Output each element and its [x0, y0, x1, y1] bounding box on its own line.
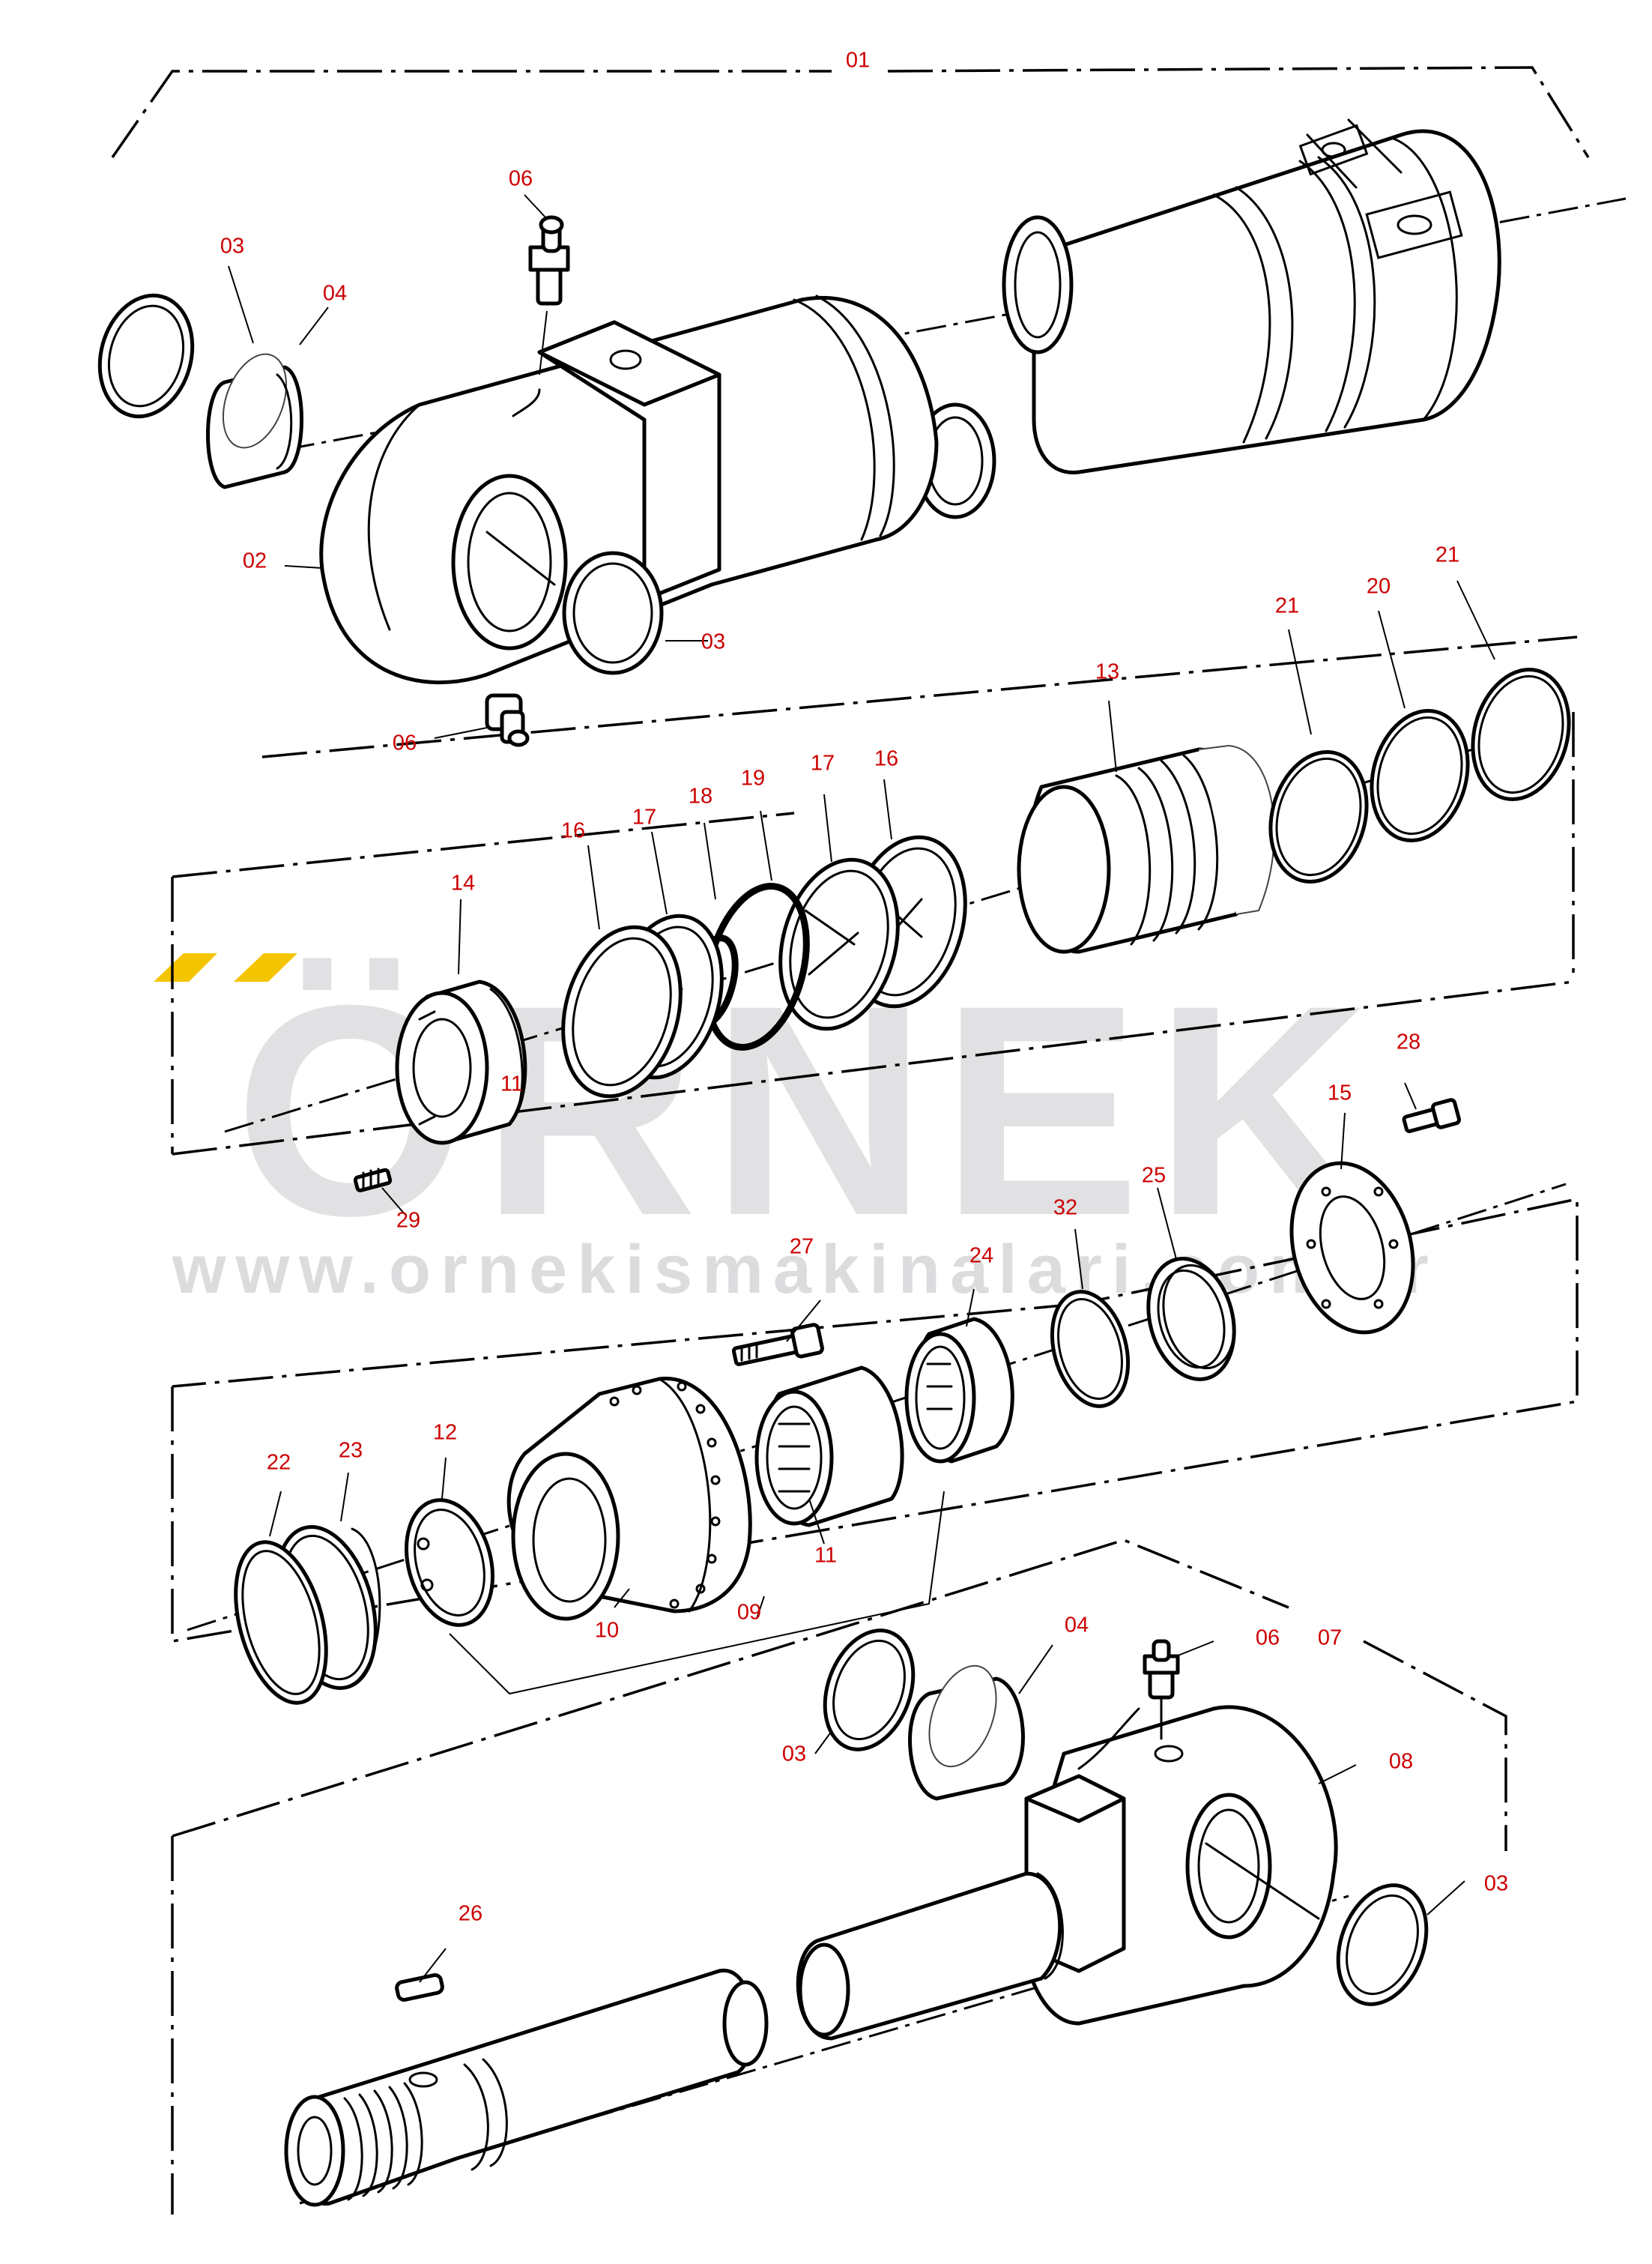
watermark-accent-mark-left: [154, 953, 217, 982]
guide-bushing-11: [754, 1365, 904, 1527]
callout-16-left: 16: [561, 819, 585, 843]
callout-06-bottom: 06: [393, 731, 417, 755]
ring-22: [234, 1540, 328, 1705]
callout-labels: 01 06 03 04 02 03 06 21 20 21 13 16 17 1…: [220, 49, 1508, 1926]
callout-09: 09: [737, 1601, 761, 1625]
callout-04-head: 04: [323, 282, 347, 306]
callout-17-right: 17: [811, 752, 835, 776]
piston-seal-section: [171, 580, 1575, 1215]
grease-nipple-06-rod: [1143, 1639, 1180, 1740]
callout-07: 07: [1318, 1626, 1342, 1650]
gland-10: [506, 1377, 752, 1621]
screw-28: [1402, 1098, 1462, 1133]
callout-17-left: 17: [632, 806, 656, 830]
callout-20: 20: [1367, 575, 1391, 599]
bushing-04-rod: [908, 1664, 1025, 1801]
key-26: [395, 1973, 444, 2002]
callout-32: 32: [1053, 1196, 1077, 1220]
oring-21-b: [1471, 667, 1571, 802]
callout-12: 12: [433, 1421, 457, 1445]
callout-03-head: 03: [701, 630, 725, 654]
callout-28: 28: [1397, 1030, 1420, 1054]
piston-seal-stack: [561, 835, 967, 1099]
cylinder-head-eye: [319, 295, 939, 685]
watermark-accent-mark-right: [234, 953, 297, 982]
seal-ring-03-head: [562, 551, 664, 675]
callout-13: 13: [1095, 660, 1119, 684]
bolt-27: [731, 1323, 824, 1366]
callout-10: 10: [595, 1619, 619, 1643]
callout-26: 26: [459, 1902, 482, 1926]
piston-rod-section: [171, 1539, 1507, 2215]
callout-03-rod-far: 03: [782, 1742, 806, 1766]
callout-23: 23: [339, 1439, 363, 1463]
cylinder-tube-section: [97, 66, 1627, 758]
callout-16-right: 16: [874, 747, 898, 771]
oring-32: [1050, 1290, 1131, 1408]
callout-24: 24: [969, 1244, 993, 1268]
callout-03-rod: 03: [1484, 1872, 1508, 1896]
seal-ring-03-rod: [1336, 1883, 1429, 2006]
callout-02: 02: [243, 549, 267, 573]
cylinder-tube-body: [1002, 118, 1501, 474]
callout-15: 15: [1328, 1081, 1352, 1105]
rod-segment-near: [284, 1969, 769, 2207]
callout-21-a: 21: [1275, 594, 1299, 618]
callout-01: 01: [846, 49, 870, 73]
circlip-12: [404, 1498, 495, 1627]
callout-27: 27: [790, 1235, 814, 1259]
callout-19: 19: [741, 767, 765, 791]
callout-08: 08: [1389, 1750, 1413, 1774]
gland-section: [171, 1082, 1579, 1705]
grease-nipple-06-bottom: [485, 693, 530, 747]
bushing-04-head: [206, 353, 303, 489]
callout-18: 18: [689, 785, 712, 809]
grease-nipple-06-top: [528, 215, 570, 306]
callout-29: 29: [396, 1209, 420, 1233]
callout-11-nut: 11: [500, 1072, 523, 1096]
grub-screw-29: [353, 1168, 393, 1192]
callout-14: 14: [451, 872, 475, 896]
callout-22: 22: [267, 1451, 291, 1475]
callout-21-b: 21: [1435, 543, 1459, 567]
rod-segment-far: [796, 1871, 1062, 2041]
piston-nut-14: [395, 979, 527, 1145]
callout-11-bushing: 11: [814, 1544, 837, 1568]
flange-15: [1289, 1161, 1415, 1335]
section-divider-1: [261, 636, 1578, 758]
piston-rod-eye-08: [1017, 1705, 1338, 2026]
callout-25: 25: [1142, 1164, 1166, 1188]
backup-ring-20: [1370, 708, 1470, 843]
piston-13: [1017, 744, 1275, 954]
callout-06-top: 06: [509, 167, 533, 191]
seal-ring-03-outer: [97, 293, 195, 419]
callout-03-outer: 03: [220, 235, 244, 259]
oring-21-a: [1268, 749, 1369, 884]
callout-06-rod: 06: [1256, 1626, 1280, 1650]
callout-04-rod: 04: [1065, 1614, 1089, 1637]
rod-seal-24: [904, 1317, 1014, 1464]
